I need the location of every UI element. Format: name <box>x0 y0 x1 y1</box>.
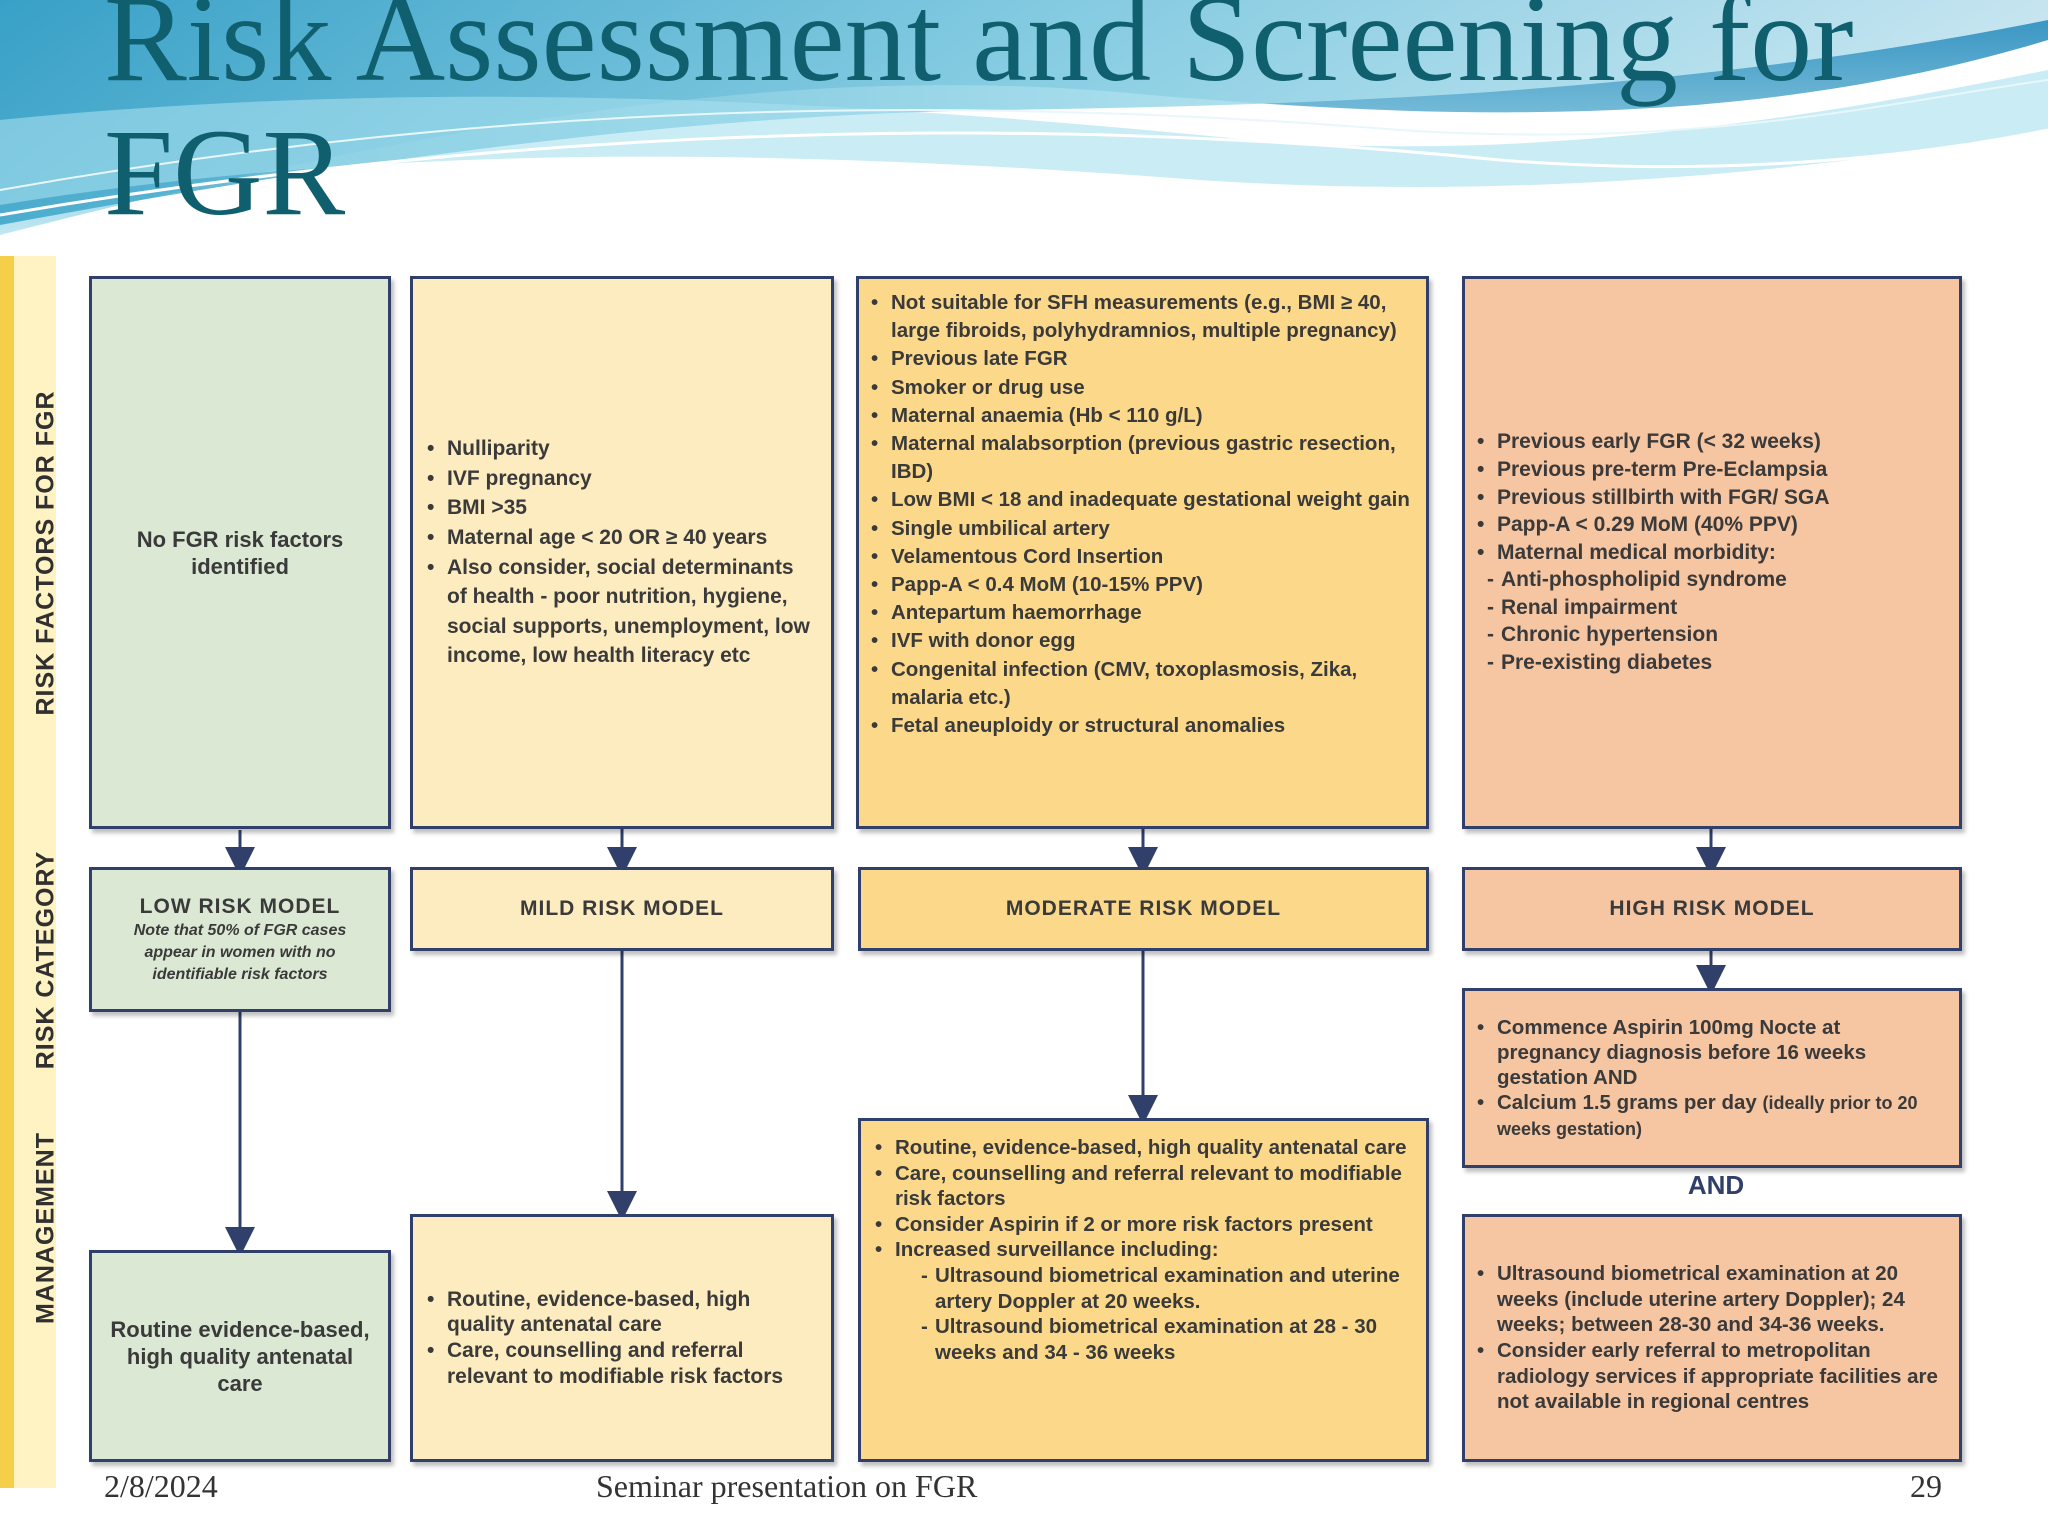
list-item: Renal impairment <box>1475 594 1947 622</box>
and-connector-label: AND <box>1687 1170 1745 1200</box>
list-item: Commence Aspirin 100mg Nocte at pregnanc… <box>1475 1015 1947 1090</box>
aspirin-text: Commence Aspirin 100mg Nocte at pregnanc… <box>1497 1015 1867 1089</box>
list-item: Not suitable for SFH measurements (e.g.,… <box>869 289 1414 345</box>
list-item: Previous late FGR <box>869 345 1414 373</box>
mild-risk-management-box: Routine, evidence-based, high quality an… <box>410 1214 834 1462</box>
footer-date: 2/8/2024 <box>104 1468 218 1504</box>
high-risk-management-aspirin-box: Commence Aspirin 100mg Nocte at pregnanc… <box>1462 988 1962 1168</box>
moderate-risk-model-label: MODERATE RISK MODEL <box>1005 897 1282 920</box>
list-item: Ultrasound biometrical examination and u… <box>909 1263 1414 1314</box>
moderate-surveillance-sublist: Ultrasound biometrical examination and u… <box>873 1263 1414 1365</box>
list-item: Care, counselling and referral relevant … <box>425 1338 819 1389</box>
list-item: Consider Aspirin if 2 or more risk facto… <box>873 1212 1414 1238</box>
list-item: Routine, evidence-based, high quality an… <box>425 1287 819 1338</box>
calcium-text: Calcium 1.5 grams per day <box>1497 1090 1757 1114</box>
list-item: Maternal malabsorption (previous gastric… <box>869 430 1414 486</box>
list-item: Antepartum haemorrhage <box>869 599 1414 627</box>
list-item: Maternal anaemia (Hb < 110 g/L) <box>869 402 1414 430</box>
list-item: Single umbilical artery <box>869 515 1414 543</box>
high-management-ultrasound-list: Ultrasound biometrical examination at 20… <box>1475 1261 1947 1415</box>
calcium-note: (ideally prior to 20 weeks gestation) <box>1497 1092 1918 1139</box>
high-management-aspirin-list: Commence Aspirin 100mg Nocte at pregnanc… <box>1475 1015 1947 1142</box>
list-item: Ultrasound biometrical examination at 28… <box>909 1314 1414 1365</box>
moderate-management-list: Routine, evidence-based, high quality an… <box>873 1135 1414 1263</box>
list-item: Chronic hypertension <box>1475 621 1947 649</box>
list-item: Previous stillbirth with FGR/ SGA <box>1475 484 1947 512</box>
list-item: Calcium 1.5 grams per day (ideally prior… <box>1475 1090 1947 1142</box>
list-item: Velamentous Cord Insertion <box>869 543 1414 571</box>
list-item: IVF with donor egg <box>869 627 1414 655</box>
high-risk-factors-box: Previous early FGR (< 32 weeks) Previous… <box>1462 276 1962 829</box>
mild-risk-factors-box: Nulliparity IVF pregnancy BMI >35 Matern… <box>410 276 834 829</box>
list-item: Congenital infection (CMV, toxoplasmosis… <box>869 656 1414 712</box>
low-risk-factors-box: No FGR risk factors identified <box>89 276 391 829</box>
low-risk-management-box: Routine evidence-based, high quality ant… <box>89 1250 391 1462</box>
mild-risk-model-box: MILD RISK MODEL <box>410 867 834 951</box>
low-risk-model-label: LOW RISK MODEL <box>139 895 341 918</box>
strip-edge <box>0 256 14 1488</box>
list-item: Care, counselling and referral relevant … <box>873 1161 1414 1212</box>
mild-risk-factors-list: Nulliparity IVF pregnancy BMI >35 Matern… <box>425 434 817 671</box>
list-item: Pre-existing diabetes <box>1475 649 1947 677</box>
moderate-risk-factors-list: Not suitable for SFH measurements (e.g.,… <box>869 289 1414 740</box>
high-risk-management-ultrasound-box: Ultrasound biometrical examination at 20… <box>1462 1214 1962 1462</box>
mild-risk-model-label: MILD RISK MODEL <box>520 897 724 920</box>
list-item: IVF pregnancy <box>425 464 817 494</box>
list-item: Maternal age < 20 OR ≥ 40 years <box>425 523 817 553</box>
low-risk-model-box: LOW RISK MODEL Note that 50% of FGR case… <box>89 867 391 1012</box>
high-risk-morbidity-sublist: Anti-phospholipid syndrome Renal impairm… <box>1475 566 1947 676</box>
row-label-strip <box>0 256 56 1488</box>
mild-management-list: Routine, evidence-based, high quality an… <box>425 1287 819 1389</box>
list-item: Previous pre-term Pre-Eclampsia <box>1475 456 1947 484</box>
list-item: Smoker or drug use <box>869 374 1414 402</box>
list-item: Anti-phospholipid syndrome <box>1475 566 1947 594</box>
row-label-risk-category: RISK CATEGORY <box>31 850 60 1070</box>
list-item: Also consider, social determinants of he… <box>425 553 817 671</box>
footer-title: Seminar presentation on FGR <box>596 1468 978 1504</box>
moderate-risk-factors-box: Not suitable for SFH measurements (e.g.,… <box>856 276 1429 829</box>
list-item: Fetal aneuploidy or structural anomalies <box>869 712 1414 740</box>
low-risk-model-note: Note that 50% of FGR cases appear in wom… <box>133 922 347 983</box>
low-risk-factors-text: No FGR risk factors identified <box>136 526 344 579</box>
moderate-risk-model-box: MODERATE RISK MODEL <box>858 867 1429 951</box>
list-item: Papp-A < 0.4 MoM (10-15% PPV) <box>869 571 1414 599</box>
list-item: Previous early FGR (< 32 weeks) <box>1475 428 1947 456</box>
header-wave-decoration <box>0 0 2048 260</box>
row-label-risk-factors: RISK FACTORS FOR FGR <box>31 390 60 716</box>
list-item: Routine, evidence-based, high quality an… <box>873 1135 1414 1161</box>
row-label-management: MANAGEMENT <box>31 1132 60 1324</box>
list-item: Papp-A < 0.29 MoM (40% PPV) <box>1475 511 1947 539</box>
title-line-1: Risk Assessment and Screening for <box>104 0 1854 107</box>
list-item: Maternal medical morbidity: <box>1475 539 1947 567</box>
high-risk-model-label: HIGH RISK MODEL <box>1609 897 1815 920</box>
moderate-risk-management-box: Routine, evidence-based, high quality an… <box>858 1118 1429 1462</box>
list-item: BMI >35 <box>425 493 817 523</box>
list-item: Nulliparity <box>425 434 817 464</box>
low-risk-management-text: Routine evidence-based, high quality ant… <box>110 1316 370 1396</box>
list-item: Ultrasound biometrical examination at 20… <box>1475 1261 1947 1338</box>
slide-title: Risk Assessment and Screening for FGR <box>104 0 2004 240</box>
footer-page-number: 29 <box>1910 1468 1942 1504</box>
list-item: Consider early referral to metropolitan … <box>1475 1338 1947 1415</box>
list-item: Increased surveillance including: <box>873 1237 1414 1263</box>
title-line-2: FGR <box>104 104 346 241</box>
list-item: Low BMI < 18 and inadequate gestational … <box>869 486 1414 514</box>
high-risk-factors-list: Previous early FGR (< 32 weeks) Previous… <box>1475 428 1947 566</box>
high-risk-model-box: HIGH RISK MODEL <box>1462 867 1962 951</box>
